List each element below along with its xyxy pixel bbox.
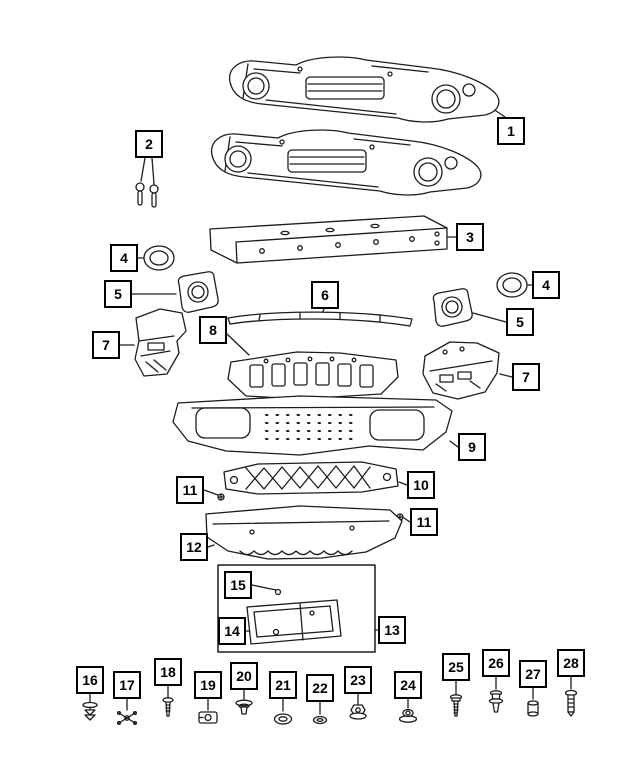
fastener-u-nut [198,711,218,724]
callout-20[interactable]: 20 [230,662,258,690]
callout-4-right[interactable]: 4 [532,271,560,299]
callout-10[interactable]: 10 [407,471,435,499]
part-support-bracket [223,461,399,495]
callout-21[interactable]: 21 [269,671,297,699]
fastener-long-screw [449,694,463,717]
fastener-push-pin-clip [82,701,98,721]
part-end-cap-left [134,308,187,377]
part-trim-strip [227,311,413,327]
part-tow-hook-bezel-left [143,245,175,271]
callout-11-right[interactable]: 11 [410,508,438,536]
part-pin-retainers [135,182,159,208]
callout-18[interactable]: 18 [154,658,182,686]
callout-8[interactable]: 8 [199,316,227,344]
callout-17[interactable]: 17 [113,671,141,699]
part-kit-box [217,564,376,653]
fastener-ribbed-rivet [564,689,578,717]
part-skid-plate [205,505,403,560]
callout-5-right[interactable]: 5 [506,308,534,336]
callout-9[interactable]: 9 [458,433,486,461]
fastener-grommet [273,713,293,725]
part-tow-hook-bezel-right [496,272,528,298]
callout-1[interactable]: 1 [497,117,525,145]
fastener-flange-nut [398,708,418,723]
callout-3[interactable]: 3 [456,223,484,251]
part-license-bracket [246,588,342,645]
fastener-nut [349,704,367,720]
fastener-push-rivet [235,699,253,715]
callout-26[interactable]: 26 [482,649,510,677]
callout-5-left[interactable]: 5 [104,280,132,308]
fastener-washer [312,715,328,725]
part-end-cap-right [422,341,500,400]
callout-7-left[interactable]: 7 [92,331,120,359]
callout-16[interactable]: 16 [76,666,104,694]
callout-25[interactable]: 25 [442,653,470,681]
part-front-bumper-lower [210,129,482,196]
fastener-two-piece-rivet [488,690,504,713]
fastener-spring-clip [116,710,138,726]
callout-12[interactable]: 12 [180,533,208,561]
callout-24[interactable]: 24 [394,671,422,699]
callout-28[interactable]: 28 [557,649,585,677]
part-closeout-panel [227,351,399,400]
callout-7-right[interactable]: 7 [512,363,540,391]
part-fog-bezel-right [432,288,473,327]
callout-6[interactable]: 6 [311,281,339,309]
part-impact-bar [209,215,448,264]
callout-15[interactable]: 15 [224,571,252,599]
part-front-bumper-upper [228,56,500,123]
fastener-screw-18 [162,697,174,717]
callout-2[interactable]: 2 [135,130,163,158]
callout-27[interactable]: 27 [519,660,547,688]
part-lower-valance [172,395,453,456]
fastener-spacer-sleeve [527,700,539,717]
callout-23[interactable]: 23 [344,666,372,694]
callout-14[interactable]: 14 [218,617,246,645]
callout-4-left[interactable]: 4 [110,244,138,272]
leader-lines [89,103,572,715]
callout-19[interactable]: 19 [194,671,222,699]
part-fog-bezel-left [177,271,219,313]
part-screw-left [217,493,225,501]
callout-22[interactable]: 22 [306,674,334,702]
callout-13[interactable]: 13 [378,616,406,644]
callout-11-left[interactable]: 11 [176,476,204,504]
